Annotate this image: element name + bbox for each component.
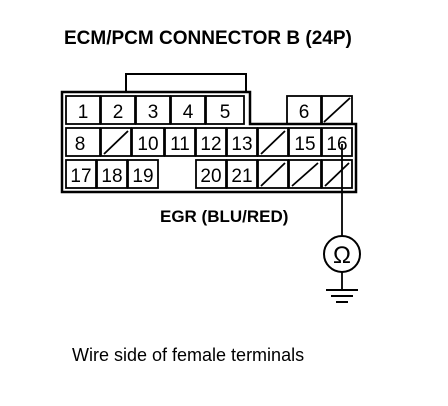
terminal-18 (96, 159, 128, 189)
terminal-5 (205, 95, 245, 125)
terminal-21 (226, 159, 258, 189)
terminal-24-blank (321, 159, 353, 189)
terminal-label: 13 (231, 134, 252, 155)
terminal-19 (127, 159, 159, 189)
terminal-label: 15 (294, 134, 315, 155)
terminal-8 (65, 127, 101, 157)
terminal-label: 17 (70, 166, 91, 187)
terminal-label: 5 (220, 102, 231, 123)
connector-outline (60, 90, 358, 194)
blank-terminal-slash (323, 97, 351, 123)
terminal-row-3: 17 18 19 20 21 (65, 159, 353, 189)
terminal-14-blank (257, 127, 289, 157)
terminal-11 (164, 127, 196, 157)
terminal-label: 1 (78, 102, 89, 123)
terminal-6 (286, 95, 322, 125)
terminal-10 (131, 127, 165, 157)
diagram-caption: Wire side of female terminals (72, 345, 304, 365)
terminal-label: 8 (75, 134, 86, 155)
blank-terminal-slash (324, 162, 350, 187)
terminal-1 (65, 95, 101, 125)
ohm-symbol: Ω (333, 242, 351, 269)
terminal-4 (170, 95, 206, 125)
terminal-7-blank (321, 95, 353, 125)
diagram-title: ECM/PCM CONNECTOR B (24P) (64, 28, 352, 49)
terminal-label: 16 (326, 134, 347, 155)
terminal-23-blank (288, 159, 322, 189)
terminal-2 (100, 95, 136, 125)
terminal-row-2: 8 10 11 12 13 15 16 (65, 127, 353, 157)
blank-terminal-slash (103, 130, 129, 155)
connector-lock-tab (125, 73, 247, 92)
terminal-9-blank (100, 127, 132, 157)
terminal-label: 12 (200, 134, 221, 155)
blank-terminal-slash (260, 130, 286, 155)
terminal-22-blank (257, 159, 289, 189)
terminal-12 (195, 127, 227, 157)
blank-terminal-slash (291, 162, 319, 187)
terminal-3 (135, 95, 171, 125)
terminal-label: 2 (113, 102, 124, 123)
terminal-label: 20 (200, 166, 221, 187)
terminal-15 (288, 127, 322, 157)
terminal-13 (226, 127, 258, 157)
terminal-16 (321, 127, 353, 157)
ground-icon (326, 272, 358, 303)
terminal-20 (195, 159, 227, 189)
terminal-row-1: 1 2 3 4 5 6 (65, 95, 353, 125)
terminal-label: 6 (299, 102, 310, 123)
terminal-label: 4 (183, 102, 194, 123)
terminal-label: 18 (101, 166, 122, 187)
blank-terminal-slash (260, 162, 286, 187)
terminal-label: 10 (137, 134, 158, 155)
egr-wire-label: EGR (BLU/RED) (160, 207, 288, 226)
terminal-17 (65, 159, 97, 189)
terminal-label: 19 (132, 166, 153, 187)
terminal-label: 21 (231, 166, 252, 187)
terminal-label: 11 (170, 134, 190, 155)
terminal-label: 3 (148, 102, 159, 123)
